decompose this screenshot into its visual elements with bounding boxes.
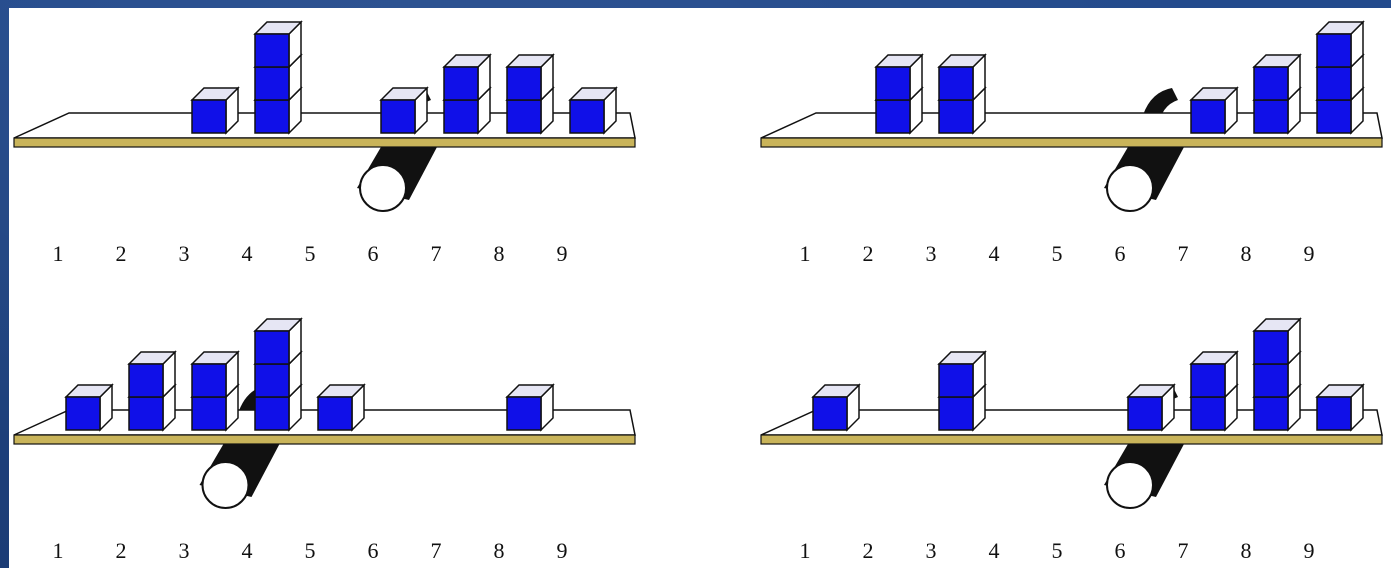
position-label-6: 6 [368, 241, 379, 266]
position-label-5: 5 [305, 241, 316, 266]
weight-cube-pos1-1 [66, 385, 112, 430]
position-label-6: 6 [1115, 538, 1126, 563]
position-label-5: 5 [1052, 538, 1063, 563]
weight-cube-pos9-1 [570, 88, 616, 133]
fulcrum-end [1107, 165, 1153, 211]
weight-cube-pos3-2 [192, 352, 238, 397]
position-label-3: 3 [926, 241, 937, 266]
board-edge [14, 138, 635, 147]
fulcrum-end [360, 165, 406, 211]
weight-cube-pos1-1 [813, 385, 859, 430]
position-label-8: 8 [494, 538, 505, 563]
weight-cube-pos4-3 [255, 319, 301, 364]
weight-cube-pos9-3 [1317, 22, 1363, 67]
position-label-4: 4 [989, 538, 1000, 563]
position-label-4: 4 [242, 538, 253, 563]
weight-cube-pos6-1 [1128, 385, 1174, 430]
weight-cube-pos7-2 [1191, 352, 1237, 397]
weight-cube-pos9-1 [1317, 385, 1363, 430]
position-label-2: 2 [116, 241, 127, 266]
position-label-5: 5 [1052, 241, 1063, 266]
position-label-9: 9 [557, 538, 568, 563]
position-label-8: 8 [494, 241, 505, 266]
position-label-9: 9 [1304, 538, 1315, 563]
position-label-2: 2 [863, 538, 874, 563]
weight-cube-pos8-3 [1254, 319, 1300, 364]
weight-cube-pos6-1 [381, 88, 427, 133]
weight-cube-pos2-2 [876, 55, 922, 100]
position-label-2: 2 [116, 538, 127, 563]
weight-cube-pos7-2 [444, 55, 490, 100]
figure-panel: 1 2 3 4 5 6 7 8 9 1 2 3 4 5 6 7 8 9 1 2 3 4 5 6 7 8 9 1 2 3 4 5 6 7 8 9 [9, 8, 1391, 568]
board-edge [761, 435, 1382, 444]
weight-cube-pos5-1 [318, 385, 364, 430]
position-label-6: 6 [1115, 241, 1126, 266]
weight-cube-pos8-2 [507, 55, 553, 100]
weight-cube-pos2-2 [129, 352, 175, 397]
position-label-1: 1 [800, 538, 811, 563]
weight-cube-pos3-1 [192, 88, 238, 133]
weight-cube-pos3-2 [939, 55, 985, 100]
weight-cube-pos7-1 [1191, 88, 1237, 133]
position-label-1: 1 [53, 241, 64, 266]
position-label-8: 8 [1241, 241, 1252, 266]
weight-cube-pos8-2 [1254, 55, 1300, 100]
position-label-9: 9 [1304, 241, 1315, 266]
fulcrum-end [203, 462, 249, 508]
balance-panel-top-left: 1 2 3 4 5 6 7 8 9 [14, 22, 635, 266]
position-label-3: 3 [179, 538, 190, 563]
position-label-7: 7 [431, 538, 442, 563]
weight-cube-pos4-3 [255, 22, 301, 67]
position-label-1: 1 [53, 538, 64, 563]
balance-panel-top-right: 1 2 3 4 5 6 7 8 9 [761, 22, 1382, 266]
position-label-5: 5 [305, 538, 316, 563]
board-edge [14, 435, 635, 444]
position-label-1: 1 [800, 241, 811, 266]
balance-scale-figure: 1 2 3 4 5 6 7 8 9 1 2 3 4 5 6 7 8 9 1 2 3 4 5 6 7 8 9 1 2 3 4 5 6 7 8 9 [9, 8, 1391, 568]
position-label-4: 4 [242, 241, 253, 266]
position-label-7: 7 [1178, 241, 1189, 266]
balance-panel-bottom-right: 1 2 3 4 5 6 7 8 9 [761, 319, 1382, 563]
weight-cube-pos3-2 [939, 352, 985, 397]
position-label-4: 4 [989, 241, 1000, 266]
fulcrum-end [1107, 462, 1153, 508]
position-label-3: 3 [179, 241, 190, 266]
position-label-6: 6 [368, 538, 379, 563]
position-label-7: 7 [1178, 538, 1189, 563]
position-label-7: 7 [431, 241, 442, 266]
position-label-2: 2 [863, 241, 874, 266]
position-label-3: 3 [926, 538, 937, 563]
position-label-9: 9 [557, 241, 568, 266]
position-label-8: 8 [1241, 538, 1252, 563]
balance-panel-bottom-left: 1 2 3 4 5 6 7 8 9 [14, 319, 635, 563]
board-edge [761, 138, 1382, 147]
weight-cube-pos8-1 [507, 385, 553, 430]
